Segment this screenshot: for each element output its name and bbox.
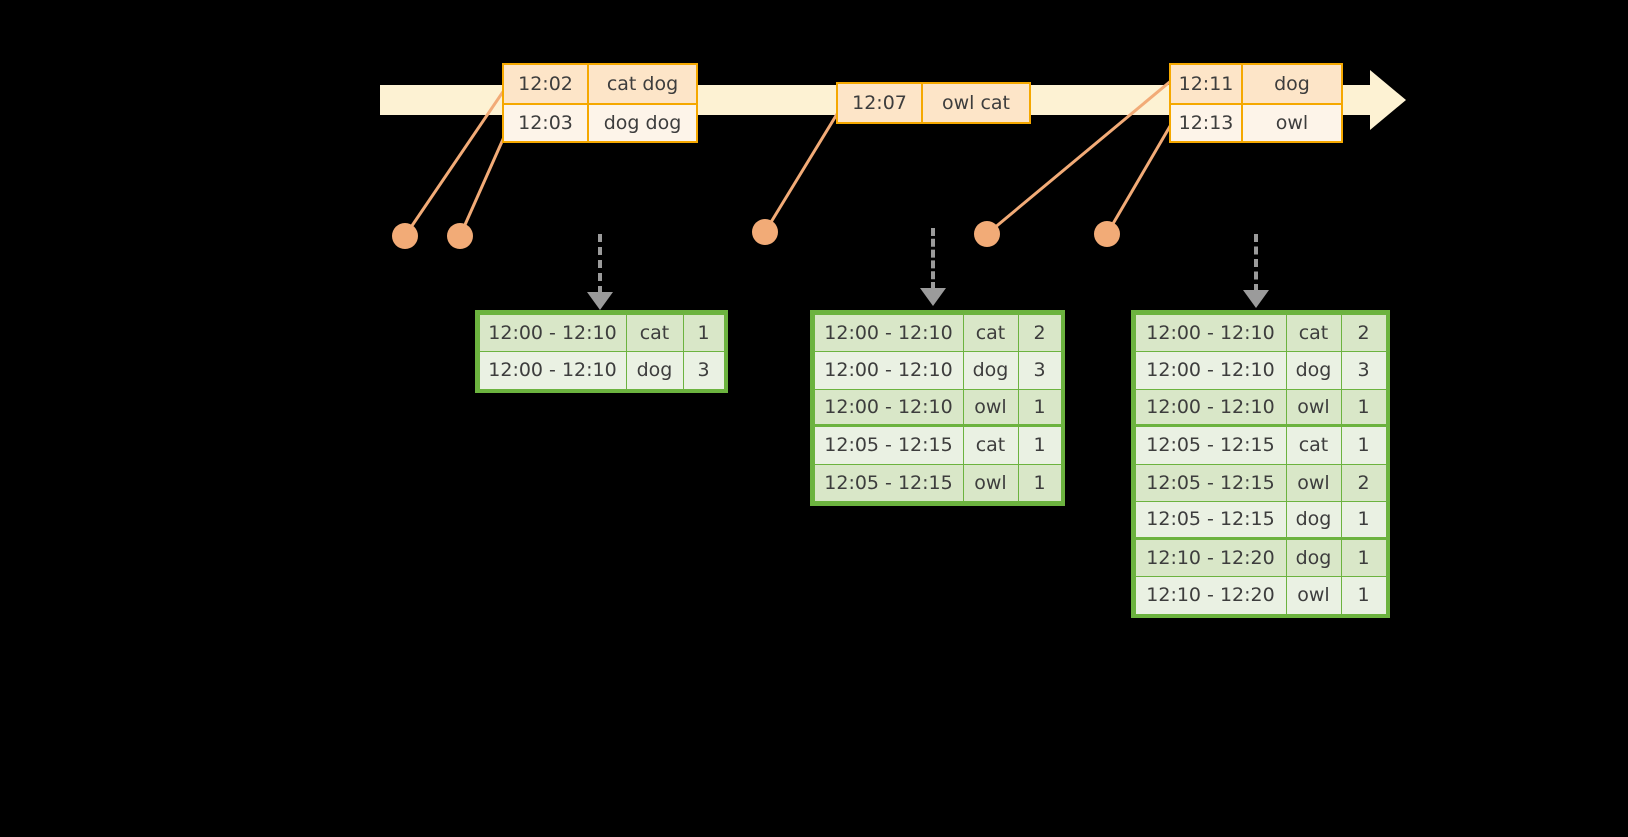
cell-window: 12:00 - 12:10 bbox=[1134, 351, 1287, 390]
table-row: 12:05 - 12:15 owl 2 bbox=[1134, 463, 1387, 502]
cell-word: cat bbox=[625, 313, 684, 352]
cell-count: 2 bbox=[1340, 313, 1387, 352]
event-dot-3 bbox=[752, 219, 778, 245]
event-row: 12:07 owl cat bbox=[838, 84, 1029, 122]
cell-window: 12:00 - 12:10 bbox=[813, 388, 964, 427]
cell-word: owl bbox=[962, 388, 1019, 427]
cell-window: 12:00 - 12:10 bbox=[1134, 313, 1287, 352]
table-row: 12:05 - 12:15 dog 1 bbox=[1134, 501, 1387, 540]
table-row: 12:05 - 12:15 cat 1 bbox=[813, 426, 1062, 465]
event-row: 12:11 dog bbox=[1171, 65, 1341, 103]
down-arrow-line-2 bbox=[931, 228, 935, 290]
event-time: 12:03 bbox=[504, 105, 589, 141]
cell-count: 1 bbox=[1340, 538, 1387, 577]
event-words: dog bbox=[1243, 65, 1341, 103]
cell-count: 1 bbox=[1017, 463, 1062, 502]
cell-count: 1 bbox=[1340, 501, 1387, 540]
cell-count: 1 bbox=[1017, 388, 1062, 427]
cell-count: 2 bbox=[1340, 463, 1387, 502]
cell-window: 12:00 - 12:10 bbox=[813, 313, 964, 352]
event-words: owl bbox=[1243, 105, 1341, 141]
event-dot-5 bbox=[1094, 221, 1120, 247]
down-arrow-head-2 bbox=[920, 288, 946, 306]
table-row: 12:10 - 12:20 owl 1 bbox=[1134, 576, 1387, 615]
table-row: 12:00 - 12:10 dog 3 bbox=[813, 351, 1062, 390]
event-dot-1 bbox=[392, 223, 418, 249]
result-table-2: 12:00 - 12:10 cat 2 12:00 - 12:10 dog 3 … bbox=[810, 310, 1065, 506]
down-arrow-head-1 bbox=[587, 292, 613, 310]
cell-window: 12:10 - 12:20 bbox=[1134, 576, 1287, 615]
cell-word: dog bbox=[1285, 538, 1342, 577]
event-dot-4 bbox=[974, 221, 1000, 247]
cell-window: 12:00 - 12:10 bbox=[478, 313, 627, 352]
cell-window: 12:10 - 12:20 bbox=[1134, 538, 1287, 577]
table-row: 12:10 - 12:20 dog 1 bbox=[1134, 538, 1387, 577]
event-group-3: 12:11 dog 12:13 owl bbox=[1169, 63, 1343, 143]
cell-count: 1 bbox=[1340, 426, 1387, 465]
cell-window: 12:00 - 12:10 bbox=[478, 351, 627, 390]
cell-word: cat bbox=[1285, 313, 1342, 352]
table-row: 12:00 - 12:10 cat 2 bbox=[1134, 313, 1387, 352]
event-dot-2 bbox=[447, 223, 473, 249]
cell-count: 1 bbox=[682, 313, 725, 352]
table-row: 12:00 - 12:10 dog 3 bbox=[1134, 351, 1387, 390]
cell-count: 1 bbox=[1340, 576, 1387, 615]
table-row: 12:00 - 12:10 dog 3 bbox=[478, 351, 725, 390]
down-arrow-line-1 bbox=[598, 234, 602, 294]
cell-word: dog bbox=[625, 351, 684, 390]
cell-count: 2 bbox=[1017, 313, 1062, 352]
event-time: 12:07 bbox=[838, 84, 923, 122]
cell-word: dog bbox=[1285, 351, 1342, 390]
event-words: cat dog bbox=[589, 65, 696, 103]
cell-word: cat bbox=[1285, 426, 1342, 465]
result-table-3: 12:00 - 12:10 cat 2 12:00 - 12:10 dog 3 … bbox=[1131, 310, 1390, 618]
cell-window: 12:05 - 12:15 bbox=[1134, 426, 1287, 465]
timeline-arrowhead-icon bbox=[1370, 70, 1406, 130]
cell-count: 3 bbox=[1340, 351, 1387, 390]
cell-word: cat bbox=[962, 426, 1019, 465]
cell-window: 12:00 - 12:10 bbox=[1134, 388, 1287, 427]
down-arrow-head-3 bbox=[1243, 290, 1269, 308]
event-time: 12:02 bbox=[504, 65, 589, 103]
event-row: 12:02 cat dog bbox=[504, 65, 696, 103]
cell-word: cat bbox=[962, 313, 1019, 352]
event-group-1: 12:02 cat dog 12:03 dog dog bbox=[502, 63, 698, 143]
table-row: 12:00 - 12:10 cat 1 bbox=[478, 313, 725, 352]
event-time: 12:13 bbox=[1171, 105, 1243, 141]
cell-count: 1 bbox=[1340, 388, 1387, 427]
cell-window: 12:05 - 12:15 bbox=[813, 426, 964, 465]
cell-window: 12:05 - 12:15 bbox=[1134, 501, 1287, 540]
cell-window: 12:00 - 12:10 bbox=[813, 351, 964, 390]
cell-word: owl bbox=[1285, 576, 1342, 615]
down-arrow-line-3 bbox=[1254, 234, 1258, 292]
event-row: 12:03 dog dog bbox=[504, 103, 696, 141]
cell-window: 12:05 - 12:15 bbox=[1134, 463, 1287, 502]
cell-word: owl bbox=[1285, 388, 1342, 427]
event-words: dog dog bbox=[589, 105, 696, 141]
cell-word: owl bbox=[1285, 463, 1342, 502]
cell-window: 12:05 - 12:15 bbox=[813, 463, 964, 502]
cell-count: 3 bbox=[682, 351, 725, 390]
event-row: 12:13 owl bbox=[1171, 103, 1341, 141]
cell-word: dog bbox=[1285, 501, 1342, 540]
table-row: 12:05 - 12:15 cat 1 bbox=[1134, 426, 1387, 465]
cell-word: owl bbox=[962, 463, 1019, 502]
cell-word: dog bbox=[962, 351, 1019, 390]
event-group-2: 12:07 owl cat bbox=[836, 82, 1031, 124]
cell-count: 3 bbox=[1017, 351, 1062, 390]
event-time: 12:11 bbox=[1171, 65, 1243, 103]
result-table-1: 12:00 - 12:10 cat 1 12:00 - 12:10 dog 3 bbox=[475, 310, 728, 393]
cell-count: 1 bbox=[1017, 426, 1062, 465]
table-row: 12:00 - 12:10 owl 1 bbox=[1134, 388, 1387, 427]
event-words: owl cat bbox=[923, 84, 1029, 122]
table-row: 12:00 - 12:10 owl 1 bbox=[813, 388, 1062, 427]
table-row: 12:00 - 12:10 cat 2 bbox=[813, 313, 1062, 352]
table-row: 12:05 - 12:15 owl 1 bbox=[813, 463, 1062, 502]
